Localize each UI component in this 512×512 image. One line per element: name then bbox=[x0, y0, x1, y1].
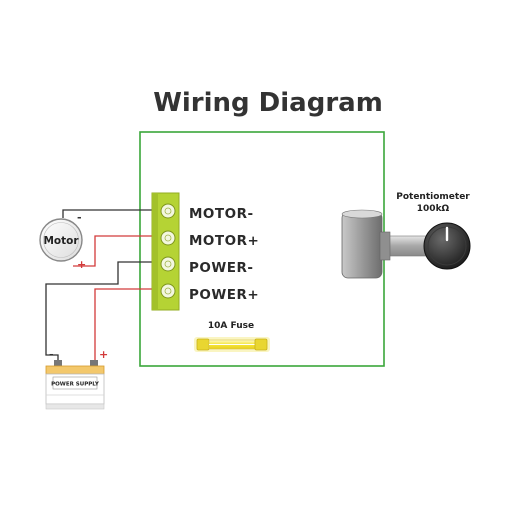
wire-power-positive bbox=[94, 288, 163, 360]
power-supply-label: POWER SUPPLY bbox=[51, 382, 100, 388]
motor-label: Motor bbox=[43, 235, 79, 247]
potentiometer-value: 100kΩ bbox=[417, 204, 450, 214]
page-title: Wiring Diagram bbox=[153, 88, 383, 118]
motor-icon bbox=[39, 218, 83, 262]
terminal-label-motor-negative: MOTOR- bbox=[189, 206, 254, 222]
terminal-screw-4[interactable] bbox=[160, 283, 176, 299]
power-supply-negative-sign: - bbox=[49, 348, 54, 361]
terminal-label-power-negative: POWER- bbox=[189, 260, 253, 276]
fuse-label: 10A Fuse bbox=[208, 321, 254, 331]
terminal-label-power-positive: POWER+ bbox=[189, 287, 259, 303]
wire-motor-negative bbox=[62, 209, 163, 218]
terminal-block bbox=[151, 192, 180, 311]
motor-negative-sign: - bbox=[77, 211, 82, 224]
terminal-screw-3[interactable] bbox=[160, 256, 176, 272]
power-supply-positive-sign: + bbox=[99, 348, 108, 361]
power-supply-icon bbox=[45, 360, 105, 410]
potentiometer-label: Potentiometer bbox=[396, 192, 470, 202]
terminal-label-motor-positive: MOTOR+ bbox=[189, 233, 259, 249]
motor-positive-sign: + bbox=[77, 258, 86, 271]
terminal-screw-1[interactable] bbox=[160, 203, 176, 219]
terminal-screw-2[interactable] bbox=[160, 230, 176, 246]
potentiometer-knob[interactable] bbox=[423, 222, 471, 270]
wire-power-negative bbox=[45, 261, 163, 362]
fuse-icon bbox=[194, 337, 270, 352]
potentiometer-icon bbox=[341, 209, 427, 279]
wire-motor-positive bbox=[73, 235, 163, 267]
